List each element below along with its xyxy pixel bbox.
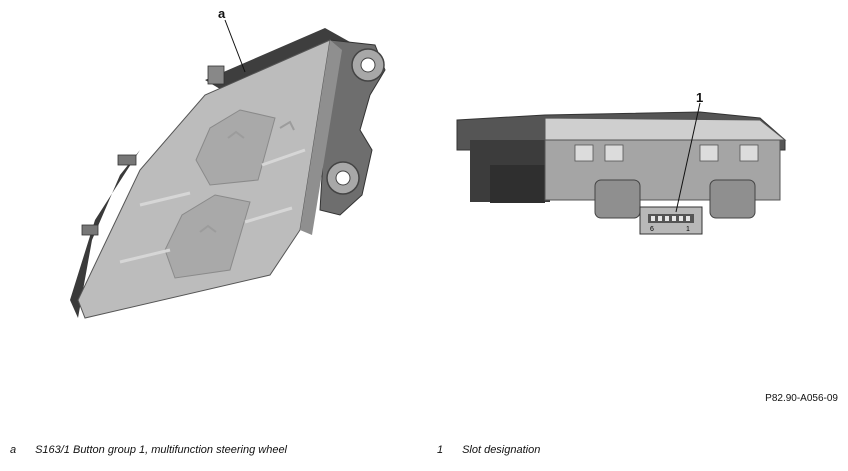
rear-detail-4	[739, 144, 759, 162]
callout-label-1: 1	[696, 90, 704, 105]
upper-rocker-button	[195, 109, 276, 186]
legend-item-a: a S163/1 Button group 1, multifunction s…	[10, 444, 287, 456]
rear-detail-1	[574, 144, 594, 162]
lower-rocker-button	[164, 194, 251, 279]
button-group-side-edge	[70, 150, 140, 318]
connector-pin-label-left: 6	[650, 226, 654, 233]
bracket-hole-top	[360, 57, 376, 73]
bracket-hole-bottom	[335, 170, 351, 186]
ridge-2	[244, 206, 293, 224]
legend-key-1: 1	[437, 444, 444, 456]
callout-1-leader	[675, 102, 701, 213]
rear-post-left	[594, 179, 641, 219]
rear-left-step	[490, 165, 545, 203]
button-symbol-back	[279, 120, 295, 131]
ridge-3	[139, 191, 191, 207]
clip-top	[207, 65, 225, 85]
legend-item-1: 1 Slot designation	[437, 444, 540, 456]
legend-text-1: Slot designation	[462, 444, 541, 456]
connector-slot	[648, 214, 694, 223]
legend-text-a: S163/1 Button group 1, multifunction ste…	[35, 444, 287, 456]
rear-top-plate	[544, 117, 787, 141]
rear-view-drawing: 6 1	[456, 102, 787, 235]
clip-upper	[117, 154, 137, 166]
rear-detail-2	[604, 144, 624, 162]
rear-post-right	[709, 179, 756, 219]
connector-pins	[651, 216, 690, 221]
button-group-face-edge	[300, 40, 342, 235]
callout-a-leader	[224, 19, 246, 73]
button-symbol-upper	[227, 130, 245, 139]
button-group-rim	[205, 28, 350, 95]
legend-key-a: a	[10, 444, 17, 456]
button-group-drawing	[70, 19, 386, 319]
figure-reference-id: P82.90-A056-09	[765, 393, 838, 404]
rear-detail-3	[699, 144, 719, 162]
button-symbol-lower	[199, 224, 217, 233]
clip-lower	[81, 224, 99, 236]
button-group-face	[77, 39, 331, 319]
callout-label-a: a	[218, 6, 226, 21]
connector-pin-label-right: 1	[686, 226, 690, 233]
ridge-4	[119, 248, 171, 264]
ridge-1	[261, 148, 306, 167]
